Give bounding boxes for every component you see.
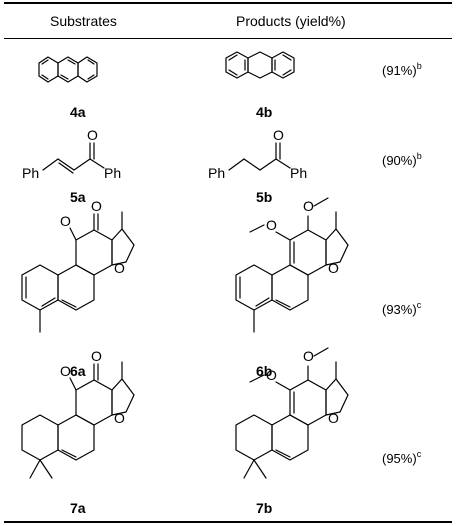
yield-footnote: c <box>416 449 422 459</box>
yield-4b: (91%)b <box>382 61 422 79</box>
yield-value: (91%) <box>382 63 417 78</box>
yield-value: (90%) <box>382 153 417 168</box>
atom-o: O <box>91 198 102 214</box>
compound-label-6a: 6a <box>70 363 86 379</box>
header-products: Products (yield%) <box>236 13 346 29</box>
structure-4a <box>38 56 98 83</box>
atom-ph: Ph <box>104 165 121 181</box>
table-header-rule <box>4 38 452 39</box>
structure-7b: O O O <box>235 347 349 479</box>
atom-o: O <box>266 217 277 233</box>
atom-o: O <box>303 348 314 364</box>
atom-o: O <box>273 127 284 143</box>
compound-label-7a: 7a <box>70 500 86 516</box>
atom-o: O <box>60 213 71 229</box>
compound-label-5a: 5a <box>70 189 86 205</box>
compound-label-6b: 6b <box>256 363 273 379</box>
yield-7b: (95%)c <box>382 449 422 467</box>
atom-o: O <box>114 260 125 276</box>
structure-6a: O O O <box>21 198 135 333</box>
atom-o: O <box>303 198 314 214</box>
header-substrates: Substrates <box>50 13 117 29</box>
atom-o: O <box>328 260 339 276</box>
atom-o: O <box>91 348 102 364</box>
structure-5b: Ph O Ph <box>208 127 307 181</box>
yield-value: (95%) <box>382 451 417 466</box>
structure-5a: Ph O Ph <box>22 127 121 181</box>
yield-value: (93%) <box>382 302 417 317</box>
table-bottom-rule <box>4 521 452 523</box>
yield-footnote: b <box>416 61 422 71</box>
compound-label-4a: 4a <box>70 104 86 120</box>
table-top-rule <box>4 2 452 4</box>
structure-6b: O O O <box>235 197 349 333</box>
atom-o: O <box>266 367 277 383</box>
yield-footnote: c <box>416 300 422 310</box>
structure-4b <box>225 51 295 79</box>
yield-5b: (90%)b <box>382 151 422 169</box>
atom-ph: Ph <box>290 165 307 181</box>
atom-o: O <box>114 410 125 426</box>
atom-o: O <box>87 127 98 143</box>
atom-ph: Ph <box>22 165 39 181</box>
compound-label-5b: 5b <box>256 189 273 205</box>
yield-footnote: b <box>416 151 422 161</box>
compound-label-4b: 4b <box>256 104 273 120</box>
yield-6b: (93%)c <box>382 300 422 318</box>
compound-label-7b: 7b <box>256 500 273 516</box>
atom-ph: Ph <box>208 165 225 181</box>
atom-o: O <box>328 410 339 426</box>
atom-o: O <box>60 363 71 379</box>
structure-7a: O O O <box>21 348 135 479</box>
